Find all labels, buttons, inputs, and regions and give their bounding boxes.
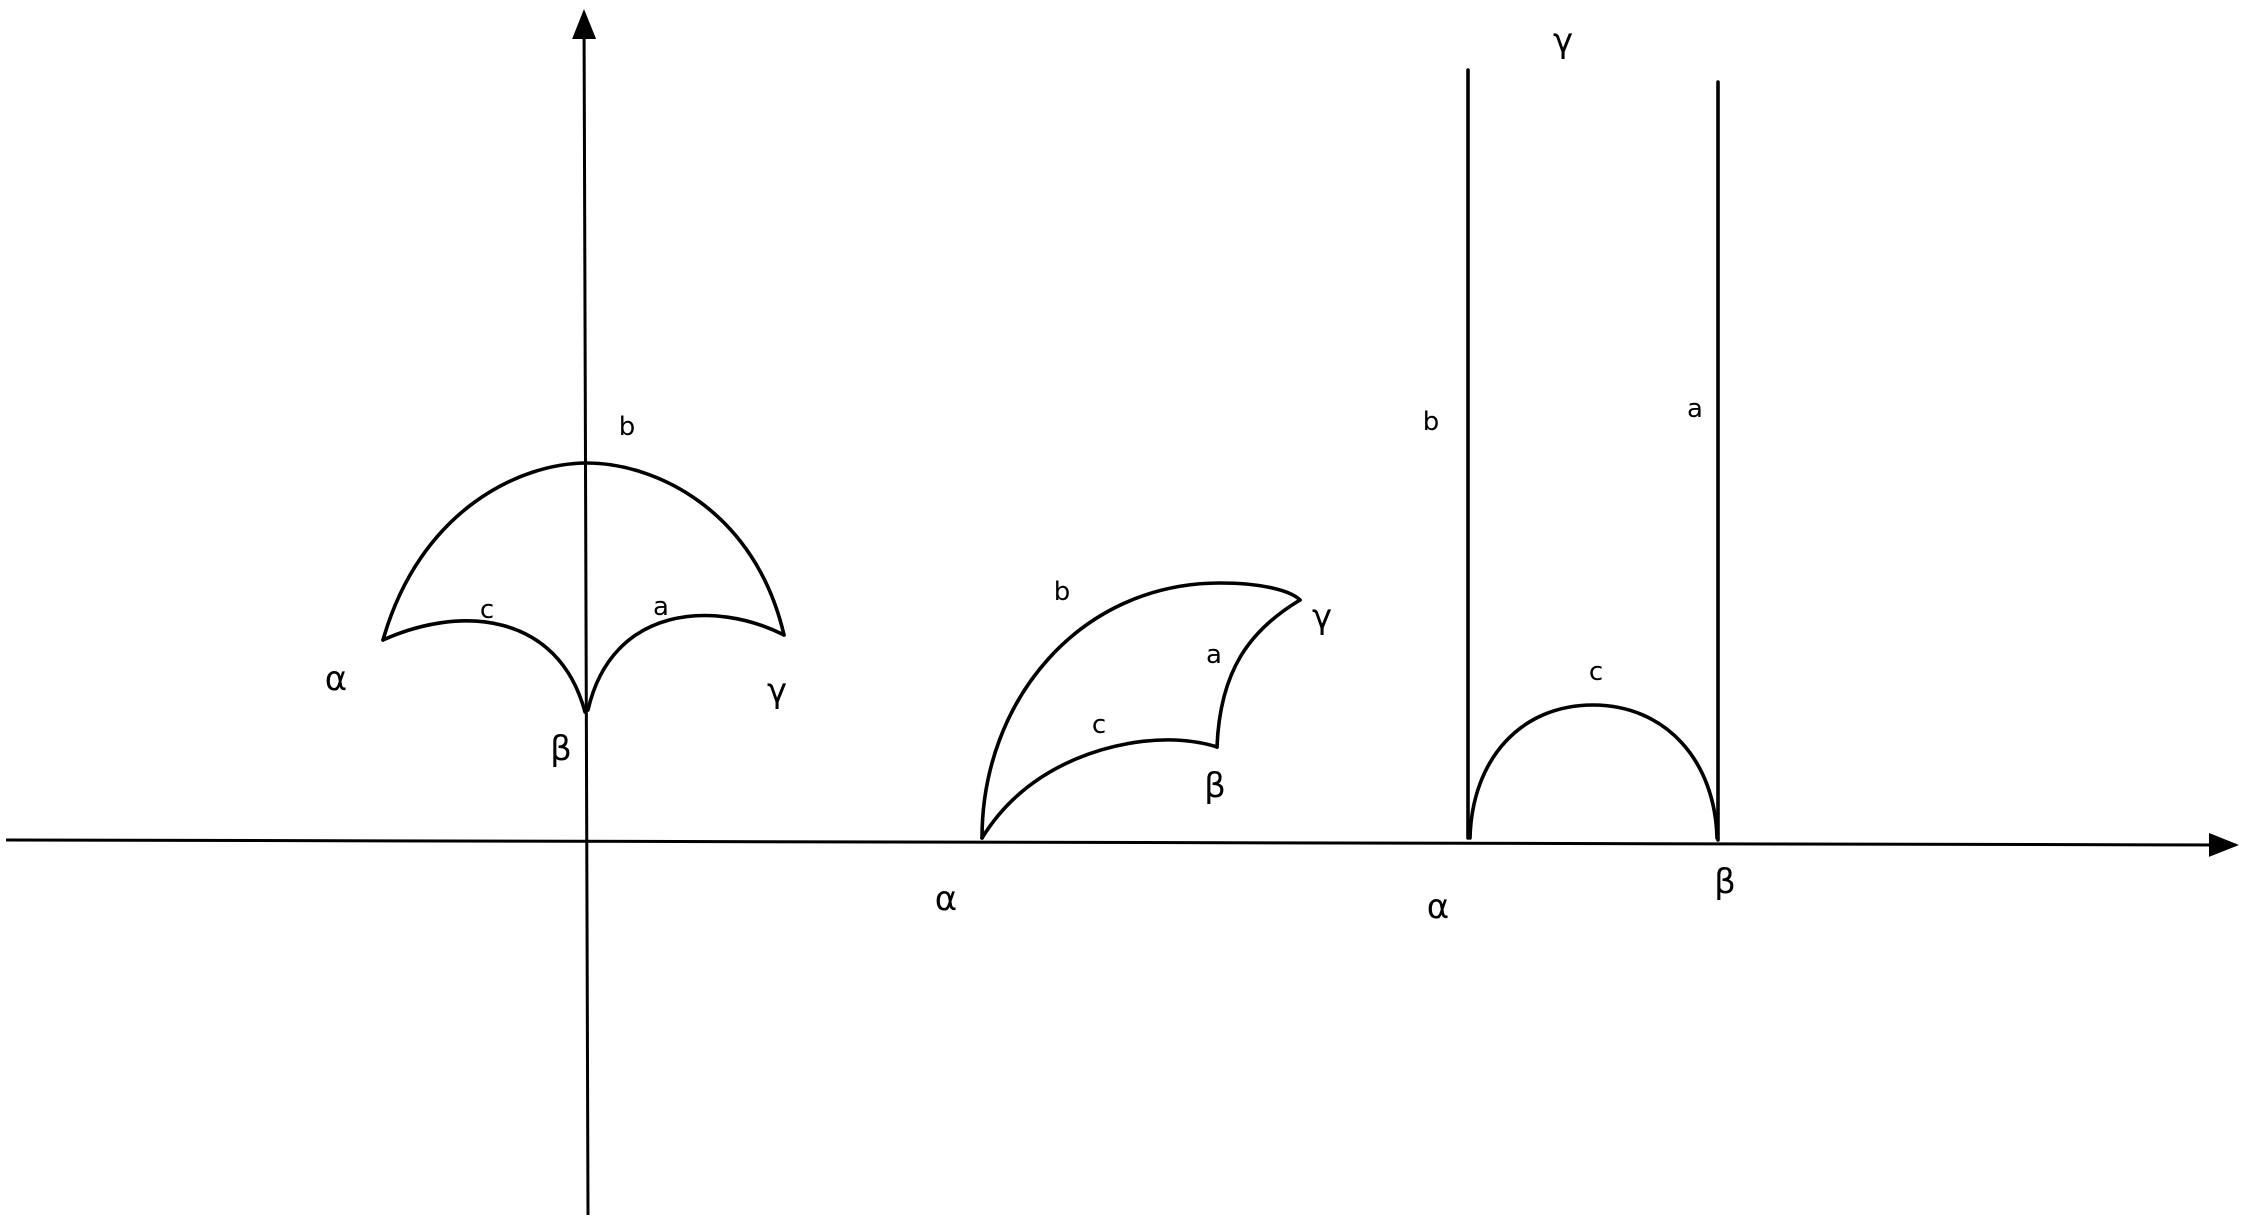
y-axis [572, 9, 597, 1216]
triangle-2-label-c: c [1092, 710, 1106, 740]
triangle-1-label-b: b [619, 412, 636, 442]
triangle-3-vertex-gamma: γ [1553, 21, 1573, 61]
triangle-3-edge-c [1468, 703, 1719, 840]
x-axis [5, 832, 2239, 857]
triangle-2-edge-c [980, 738, 1219, 840]
triangle-1-vertex-beta: β [550, 729, 572, 769]
triangle-1-vertex-alpha: α [325, 659, 347, 699]
triangle-1-label-a: a [653, 592, 669, 622]
triangle-3-label-a: a [1687, 394, 1703, 424]
triangle-3-vertex-beta: β [1714, 862, 1736, 902]
triangle-1-label-c: c [480, 595, 494, 625]
triangle-1-edge-a [586, 613, 786, 712]
triangle-2: b c a α β γ [935, 577, 1332, 919]
triangle-2-edge-b [980, 581, 1302, 840]
triangle-2-label-b: b [1054, 577, 1071, 607]
triangle-1-edge-c [381, 619, 587, 714]
triangle-3: b c a α β γ [1423, 21, 1736, 927]
triangle-1-edge-b [381, 461, 786, 642]
triangle-3-vertex-alpha: α [1427, 887, 1449, 927]
triangle-2-vertex-gamma: γ [1312, 597, 1332, 637]
triangle-1: b c a α β γ [325, 412, 787, 769]
triangle-2-label-a: a [1206, 640, 1222, 670]
triangle-2-vertex-beta: β [1204, 766, 1226, 806]
triangle-2-edge-a [1215, 598, 1302, 749]
triangle-1-vertex-gamma: γ [767, 671, 787, 711]
triangle-3-label-c: c [1589, 657, 1603, 687]
triangle-2-vertex-alpha: α [935, 879, 957, 919]
triangle-3-label-b: b [1423, 407, 1440, 437]
